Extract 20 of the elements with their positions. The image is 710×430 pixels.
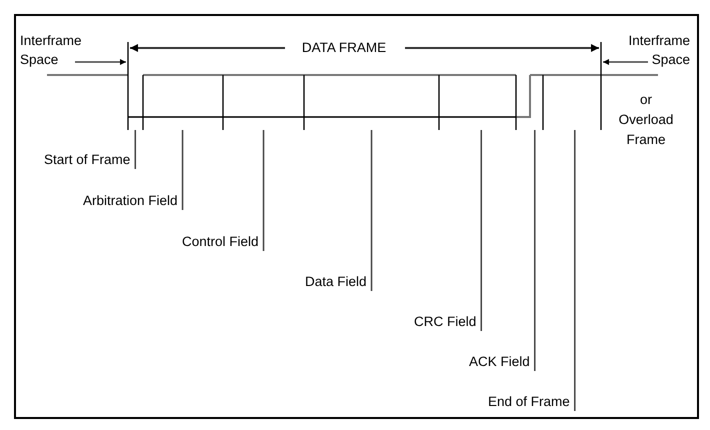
field-label: CRC Field (414, 312, 482, 331)
field-label: End of Frame (488, 392, 575, 411)
frame-title: DATA FRAME (300, 39, 388, 57)
leader-line (480, 130, 482, 331)
field-label: Start of Frame (44, 150, 136, 169)
field-label: ACK Field (469, 352, 535, 371)
arrow (603, 59, 648, 65)
frame-note: or Overload Frame (618, 91, 674, 149)
leader-line (574, 130, 576, 411)
field-label: Arbitration Field (83, 191, 183, 210)
leader-line (534, 130, 536, 371)
leader-line (134, 130, 136, 169)
interframe-space-label: Interframe Space (20, 31, 96, 69)
interframe-space-label: Interframe Space (614, 31, 690, 69)
arrow (75, 59, 126, 65)
field-label: Data Field (305, 272, 372, 291)
leader-line (262, 130, 264, 251)
leader-line (370, 130, 372, 291)
field-label: Control Field (182, 232, 264, 251)
leader-line (182, 130, 184, 210)
